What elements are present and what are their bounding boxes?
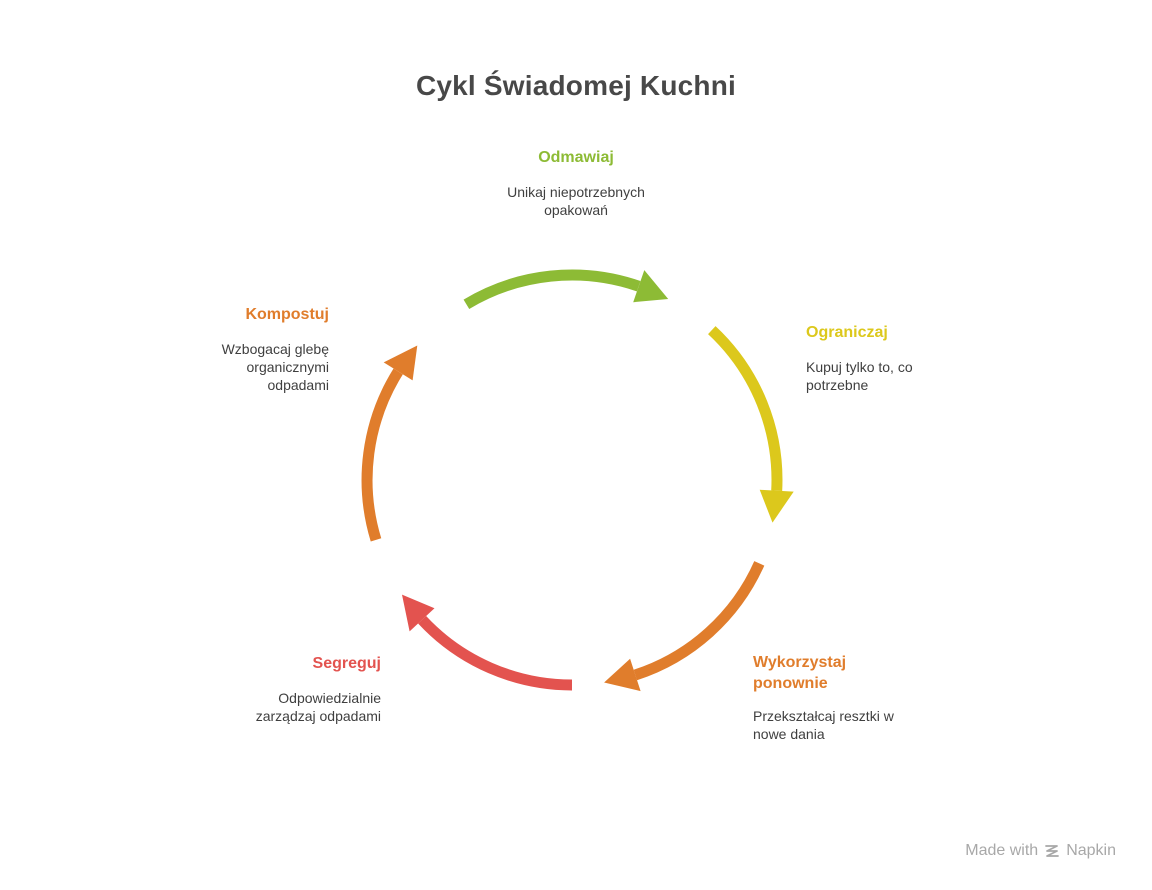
arrow-odmawiaj-head: [633, 270, 669, 303]
step-desc-line: Unikaj niepotrzebnych: [507, 184, 645, 200]
diagram-title: Cykl Świadomej Kuchni: [415, 70, 737, 101]
step-title-line: ponownie: [753, 675, 828, 692]
step-desc-line: opakowań: [544, 202, 608, 218]
step-title-line: Wykorzystaj: [753, 654, 847, 671]
step-desc-line: organicznymi: [246, 359, 329, 375]
step-desc-line: zarządzaj odpadami: [255, 708, 381, 724]
step-title-ograniczaj: Ograniczaj: [806, 324, 888, 341]
step-desc-line: Kupuj tylko to, co: [806, 359, 913, 375]
step-desc-ograniczaj: Kupuj tylko to, co potrzebne: [806, 358, 913, 394]
arrow-segreguj-body: [418, 616, 573, 691]
step-desc-kompostuj: Wzbogacaj glebę organicznymi odpadami: [222, 340, 329, 394]
arrow-kompostuj-head: [383, 345, 418, 381]
step-desc-line: Wzbogacaj glebę: [221, 341, 329, 357]
arrow-wykorzystaj-ponownie-body: [633, 561, 765, 681]
step-desc-segreguj: Odpowiedzialnie zarządzaj odpadami: [256, 689, 381, 725]
step-desc-odmawiaj: Unikaj niepotrzebnych opakowań: [0, 183, 1152, 219]
arrow-ograniczaj-body: [708, 326, 783, 491]
arrow-wykorzystaj-ponownie-head: [604, 658, 641, 692]
step-title-wykorzystaj-ponownie: Wykorzystaj ponownie: [753, 652, 846, 694]
step-title-odmawiaj: Odmawiaj: [538, 149, 614, 166]
step-desc-line: nowe dania: [753, 726, 825, 742]
arrow-ograniczaj-head: [759, 489, 794, 523]
step-desc-line: Przekształcaj resztki w: [753, 708, 894, 724]
arrow-segreguj-head: [402, 594, 435, 632]
step-title-segreguj: Segreguj: [312, 655, 381, 672]
step-desc-line: Odpowiedzialnie: [278, 690, 381, 706]
napkin-logo-icon: [1045, 845, 1060, 857]
made-with-napkin[interactable]: Made with Napkin: [965, 842, 1116, 860]
step-title-kompostuj: Kompostuj: [245, 306, 329, 323]
arrow-odmawiaj-body: [463, 269, 641, 310]
step-desc-line: odpadami: [267, 377, 330, 393]
step-desc-wykorzystaj-ponownie: Przekształcaj resztki w nowe dania: [753, 707, 894, 743]
footer-made-with: Made with: [965, 842, 1039, 859]
arrow-kompostuj-body: [361, 368, 403, 542]
footer-brand: Napkin: [1066, 842, 1116, 859]
step-desc-line: potrzebne: [806, 377, 869, 393]
